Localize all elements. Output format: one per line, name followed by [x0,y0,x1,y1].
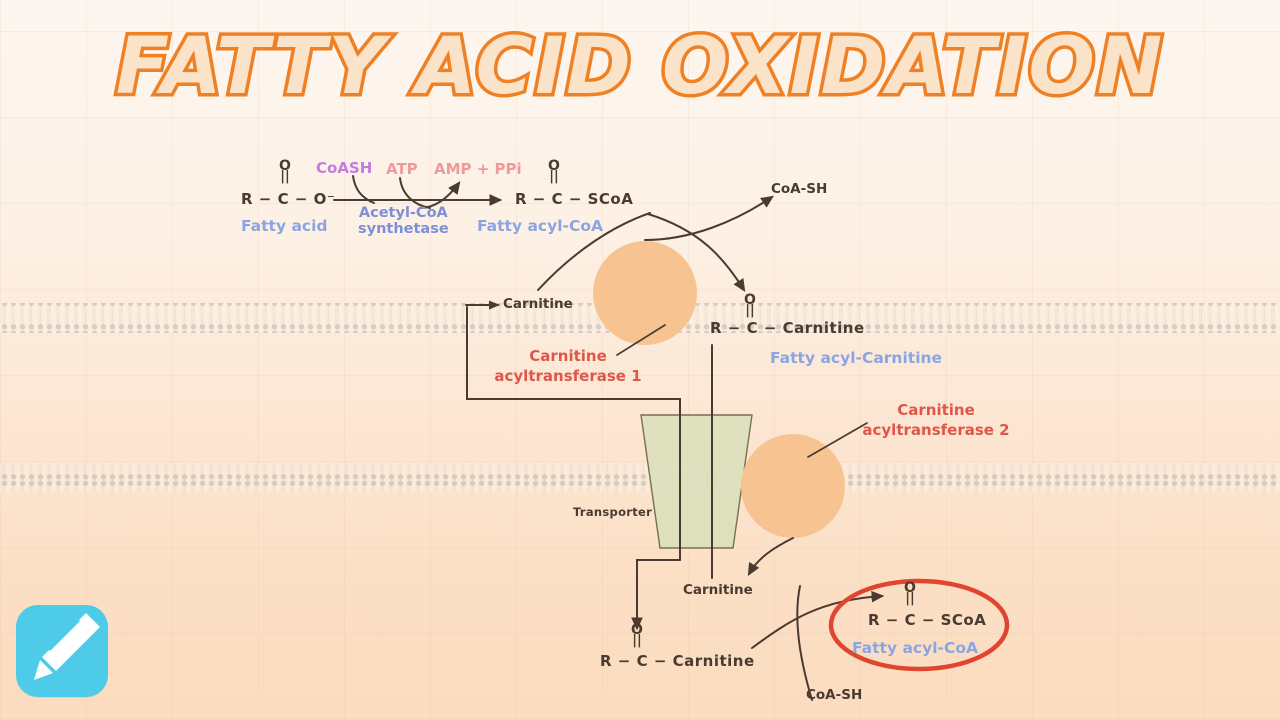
fatty-acid-c: C [277,190,290,208]
final-product-carbonyl-o: O [904,580,916,596]
acetyl-coa-synthetase-line1: Acetyl-CoA [358,205,448,221]
carnitine-acyltransferase-1-circle [593,241,697,345]
coash-label: CoASH [316,159,373,177]
final-product-double-bond: || [905,591,915,607]
acylcarnitine-carbonyl: O || [744,292,756,319]
coash-in-curve [352,175,375,204]
acylcarnitine-out-curve [647,213,746,292]
atp-in-curve [399,177,431,209]
acylcoa-double-bond: || [549,169,559,185]
final-fatty-acyl-coa-label: Fatty acyl-CoA [852,639,978,657]
inner-membrane [0,463,1280,493]
cat2-substrate-carbonyl-o: O [631,622,643,638]
transporter-exit-path [631,559,681,631]
cat2-to-carnitine-curve [747,537,794,577]
acylcarnitine-r: R [710,319,723,337]
amp-ppi-label: AMP + PPi [434,160,522,178]
acylcarnitine-c: C [746,319,759,337]
carnitine-acyltransferase-1-label: Carnitine acyltransferase 1 [494,346,642,387]
amp-ppi-out-curve [419,181,461,209]
fatty-acid-r: R [241,190,254,208]
fatty-acid-leaving: O⁻ [313,190,336,208]
fatty-acid-carbonyl: O || [279,158,291,185]
cat2-substrate-tail: Carnitine [672,652,755,670]
atp-label: ATP [386,160,418,178]
fatty-acyl-coa-label: Fatty acyl-CoA [477,217,603,235]
acylcoa-r: R [515,190,528,208]
cat1-line2: acyltransferase 1 [494,367,642,386]
carnitine-recycle-path [466,306,681,561]
coash-in-cat2-curve [796,585,813,701]
cat2-substrate-r: R [600,652,613,670]
acylcoa-carbonyl: O || [548,158,560,185]
transporter-shape [640,414,753,549]
carnitine-out-label: Carnitine [683,582,753,598]
final-product-tail: SCoA [940,611,987,629]
page-title: FATTY ACID OXIDATION [0,19,1280,116]
final-product-r: R [868,611,881,629]
coash-out-label: CoA-SH [771,181,828,197]
acylcoa-formula: R − C − SCoA [515,190,634,208]
acetyl-coa-synthetase-label: Acetyl-CoA synthetase [358,205,449,237]
transporter-label: Transporter [573,505,653,519]
cat2-substrate-formula: R − C − Carnitine [600,652,755,670]
final-product-c: C [904,611,917,629]
cat1-line1: Carnitine [529,347,607,365]
page-title-text: FATTY ACID OXIDATION [112,19,1165,116]
fatty-acid-label: Fatty acid [241,217,328,235]
cat2-substrate-double-bond: || [632,633,642,649]
carnitine-acyltransferase-2-label: Carnitine acyltransferase 2 [856,400,1016,441]
acetyl-coa-synthetase-line2: synthetase [358,221,449,238]
product-highlight-ellipse [828,578,1010,672]
acylcarnitine-tail: Carnitine [782,319,865,337]
cat2-line2: acyltransferase 2 [862,421,1010,440]
fatty-acyl-carnitine-label: Fatty acyl-Carnitine [770,349,943,367]
fatty-acid-double-bond: || [280,169,290,185]
fatty-acid-formula: R − C − O⁻ [241,190,336,208]
final-product-carbonyl: O || [904,580,916,607]
acylcarnitine-double-bond: || [745,303,755,319]
final-product-formula: R − C − SCoA [868,611,987,629]
cat2-substrate-c: C [636,652,649,670]
acylcarnitine-carbonyl-o: O [744,292,756,308]
coash-release-curve [644,195,774,241]
app-logo[interactable] [16,605,108,697]
acylcoa-tail: SCoA [587,190,634,208]
fatty-acid-carbonyl-o: O [279,158,291,174]
coash-in-label: CoA-SH [806,687,863,703]
cat1-leader-line [616,324,666,356]
acylcoa-carbonyl-o: O [548,158,560,174]
cat2-line1: Carnitine [897,401,975,419]
acylcoa-c: C [551,190,564,208]
carnitine-acyltransferase-2-circle [741,434,845,538]
cat2-substrate-carbonyl: O || [631,622,643,649]
cat2-leader-line [807,422,868,458]
carnitine-in-label: Carnitine [503,296,573,312]
pencil-icon [34,613,100,680]
acylcarnitine-formula: R − C − Carnitine [710,319,865,337]
acylcarnitine-to-product-curve [751,590,885,649]
acylcoa-to-cat1-curve [537,212,651,291]
